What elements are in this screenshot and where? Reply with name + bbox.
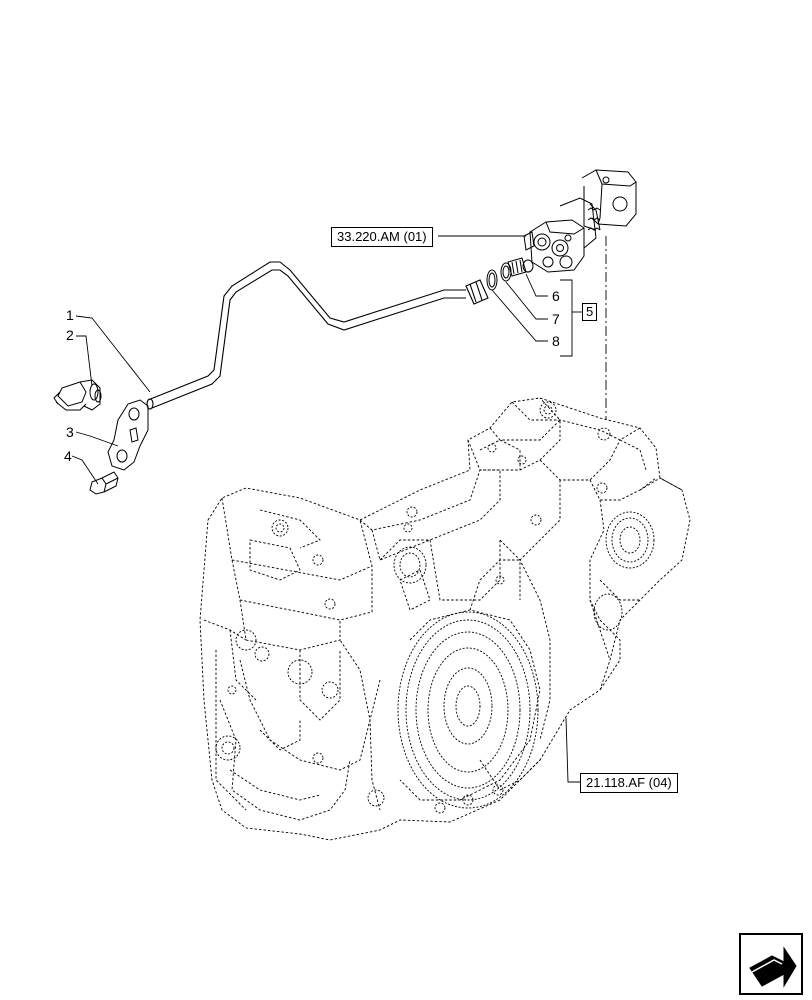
sensor — [53, 379, 102, 411]
reference-box-pump[interactable]: 33.220.AM (01) — [331, 227, 433, 247]
callout-4: 4 — [64, 448, 72, 464]
reference-box-transmission[interactable]: 21.118.AF (04) — [580, 773, 678, 793]
bracket — [107, 399, 149, 471]
leader-lines — [71, 235, 582, 783]
bolt — [89, 471, 119, 495]
callout-3: 3 — [66, 424, 74, 440]
fitting-parts — [486, 257, 534, 291]
callout-1: 1 — [66, 307, 74, 323]
housing-bores — [215, 401, 655, 814]
kit-label-5: 5 — [582, 303, 598, 321]
callout-6: 6 — [552, 288, 560, 304]
hydraulic-pump — [523, 169, 637, 273]
next-page-arrow-icon[interactable] — [739, 933, 803, 995]
callout-2: 2 — [66, 327, 74, 343]
hydraulic-pipe — [146, 261, 489, 410]
callout-8: 8 — [552, 333, 560, 349]
callout-7: 7 — [552, 311, 560, 327]
